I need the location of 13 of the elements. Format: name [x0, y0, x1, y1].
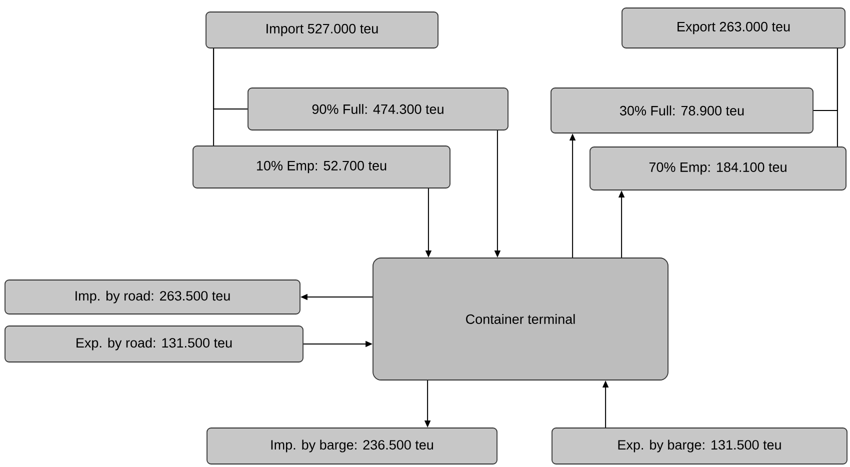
terminal-box: Container terminal: [372, 258, 668, 380]
flow-box: Imp. by barge: 236.500 teu: [206, 428, 498, 464]
flow-box: 30% Full: 78.900 teu: [550, 88, 814, 134]
flow-box: 10% Emp: 52.700 teu: [192, 146, 450, 188]
flow-box: Imp. by road: 263.500 teu: [4, 280, 300, 314]
flow-box: Exp. by barge: 131.500 teu: [552, 428, 848, 464]
flow-box: Import 527.000 teu: [206, 12, 438, 48]
flow-box: 70% Emp: 184.100 teu: [590, 146, 846, 190]
flow-box: 90% Full: 474.300 teu: [248, 88, 508, 130]
connector-line: [213, 48, 214, 146]
flow-box: Export 263.000 teu: [622, 8, 846, 48]
flow-box: Exp. by road: 131.500 teu: [4, 326, 304, 362]
connector-line: [836, 48, 838, 148]
